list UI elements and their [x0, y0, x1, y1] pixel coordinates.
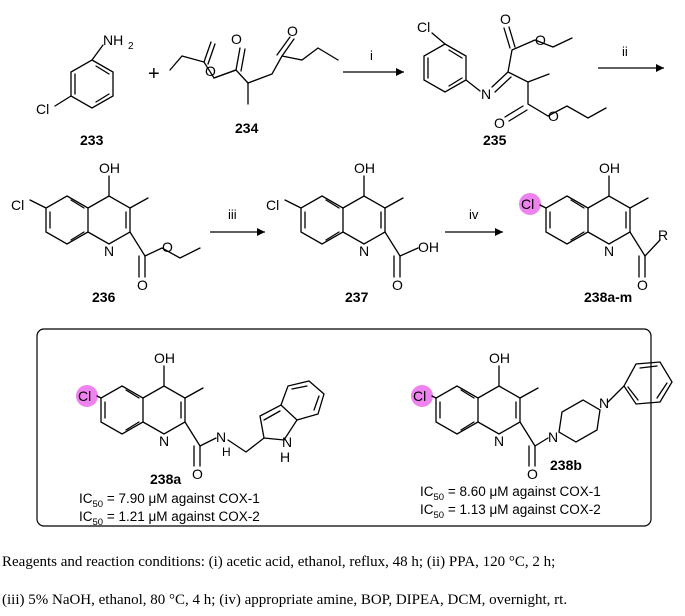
- step-label-iii: iii: [228, 207, 237, 222]
- r-group-label: R: [658, 227, 668, 243]
- hydroxy-label-238b: OH: [489, 350, 510, 366]
- step-label-i: i: [370, 48, 373, 63]
- carbonyl-oxygen-label-238a: O: [192, 466, 203, 482]
- imine-nitrogen-label: N: [481, 86, 491, 102]
- ring-nitrogen-label: N: [104, 243, 114, 259]
- compound-237-structure: OH Cl N O OH: [266, 160, 439, 293]
- compound-238b-structure: OH Cl N O N N: [411, 350, 673, 482]
- compound-238a-structure: OH Cl N O N H N H: [76, 350, 325, 482]
- step-label-ii: ii: [622, 44, 628, 59]
- piperazine-nitrogen-label-1: N: [548, 429, 558, 445]
- ring-nitrogen-label-238b: N: [494, 433, 504, 449]
- step-label-iv: iv: [469, 207, 479, 222]
- examples-box: [36, 328, 652, 527]
- carbonyl-oxygen-label-238b: O: [527, 466, 538, 482]
- compound-235-structure: Cl N O O O O: [417, 11, 607, 131]
- chloro-label-238: Cl: [521, 196, 534, 212]
- compound-label-233: 233: [80, 132, 104, 148]
- chloro-label: Cl: [36, 101, 49, 117]
- compound-label-237: 237: [345, 289, 369, 305]
- ic50-238b-cox1: IC50 = 8.60 μM against COX-1: [420, 484, 601, 503]
- piperazine-nitrogen-label-2: N: [599, 395, 609, 411]
- compound-233-structure: NH 2 Cl: [36, 32, 134, 117]
- hydroxy-label-238a: OH: [154, 350, 175, 366]
- amide-nitrogen-label: N: [216, 429, 226, 445]
- compound-label-234: 234: [235, 120, 259, 136]
- compound-label-235: 235: [483, 132, 507, 148]
- chloro-label-236: Cl: [11, 197, 24, 213]
- conditions-line-1: Reagents and reaction conditions: (i) ac…: [2, 554, 556, 570]
- ester-oxygen-label: O: [287, 23, 298, 39]
- amino-subscript: 2: [128, 41, 134, 52]
- compound-label-238a: 238a: [150, 471, 181, 487]
- chloro-label-238a: Cl: [78, 388, 91, 404]
- ring-nitrogen-label-238: N: [604, 243, 614, 259]
- amino-group-label: NH: [103, 32, 123, 48]
- carbonyl-oxygen-label-236: O: [137, 277, 148, 293]
- ester-oxygen-label-2: O: [205, 63, 216, 79]
- chloro-label-237: Cl: [266, 197, 279, 213]
- compound-234-structure: O O O: [169, 23, 339, 105]
- carbonyl-oxygen-label-237: O: [392, 277, 403, 293]
- keto-oxygen-label: O: [231, 31, 242, 47]
- carbonyl-oxygen-label: O: [500, 11, 511, 27]
- plus-sign: +: [148, 63, 160, 85]
- chloro-label-238b: Cl: [413, 388, 426, 404]
- hydroxy-label-238: OH: [599, 160, 620, 176]
- ring-nitrogen-label-237: N: [359, 243, 369, 259]
- ring-nitrogen-label-238a: N: [159, 433, 169, 449]
- carbonyl-oxygen-label-238: O: [637, 277, 648, 293]
- highlight-circle: [519, 193, 541, 215]
- compound-236-structure: OH Cl N O O: [11, 160, 201, 293]
- ester-oxygen-label-236: O: [162, 239, 173, 255]
- indole-h-label: H: [280, 449, 290, 465]
- conditions-line-2: (iii) 5% NaOH, ethanol, 80 °C, 4 h; (iv)…: [2, 592, 568, 608]
- hydroxy-label-237: OH: [354, 160, 375, 176]
- ic50-238a-cox1: IC50 = 7.90 μM against COX-1: [79, 491, 260, 510]
- compound-label-238: 238a-m: [584, 289, 632, 305]
- acid-hydroxy-label: OH: [418, 239, 439, 255]
- ester-oxygen-label-235: O: [535, 32, 546, 48]
- carbonyl-oxygen-label-2: O: [494, 115, 505, 131]
- compound-label-236: 236: [92, 289, 116, 305]
- amide-h-label: H: [222, 445, 231, 459]
- compound-238-structure: OH Cl N O R: [519, 160, 668, 293]
- ester-oxygen-label-235b: O: [548, 108, 559, 124]
- chloro-label-235: Cl: [417, 19, 430, 35]
- ic50-238a-cox2: IC50 = 1.21 μM against COX-2: [79, 509, 260, 528]
- indole-nitrogen-label: N: [282, 434, 292, 450]
- ic50-238b-cox2: IC50 = 1.13 μM against COX-2: [420, 502, 601, 521]
- compound-label-238b: 238b: [550, 457, 582, 473]
- hydroxy-label: OH: [99, 160, 120, 176]
